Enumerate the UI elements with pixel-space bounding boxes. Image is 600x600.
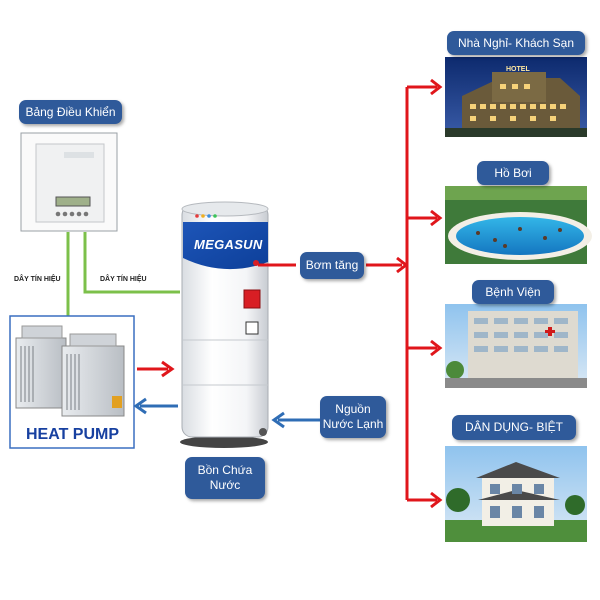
heat-pump-units bbox=[9, 315, 135, 449]
hotel-sign-text: HOTEL bbox=[506, 66, 530, 73]
signal-wire-right-label: DÂY TÍN HIỆU bbox=[100, 276, 147, 283]
control-panel-device bbox=[20, 132, 118, 232]
signal-wire-left-label: DÂY TÍN HIỆU bbox=[14, 276, 61, 283]
booster-pump-label: Bơm tăng bbox=[300, 252, 364, 279]
pool-picture bbox=[445, 186, 592, 264]
tank-brand-text: MEGASUN bbox=[194, 237, 263, 252]
residential-label: DÂN DỤNG- BIỆT bbox=[452, 415, 576, 440]
flow-arrows bbox=[133, 78, 443, 509]
cold-water-source-label: Nguồn Nước Lạnh bbox=[320, 396, 386, 438]
heat-pump-title: HEAT PUMP bbox=[25, 426, 120, 443]
control-panel-label: Bảng Điều Khiển bbox=[19, 100, 122, 124]
hotel-picture bbox=[445, 57, 587, 137]
hospital-label: Bệnh Viện bbox=[472, 280, 554, 304]
storage-tank bbox=[180, 201, 269, 448]
hotel-label: Nhà Nghỉ- Khách Sạn bbox=[447, 31, 585, 55]
pool-label: Hồ Bơi bbox=[477, 161, 549, 185]
residential-picture bbox=[445, 446, 587, 542]
signal-wires bbox=[66, 232, 180, 318]
hospital-picture bbox=[445, 304, 587, 388]
storage-tank-label: Bồn Chứa Nước bbox=[185, 457, 265, 499]
